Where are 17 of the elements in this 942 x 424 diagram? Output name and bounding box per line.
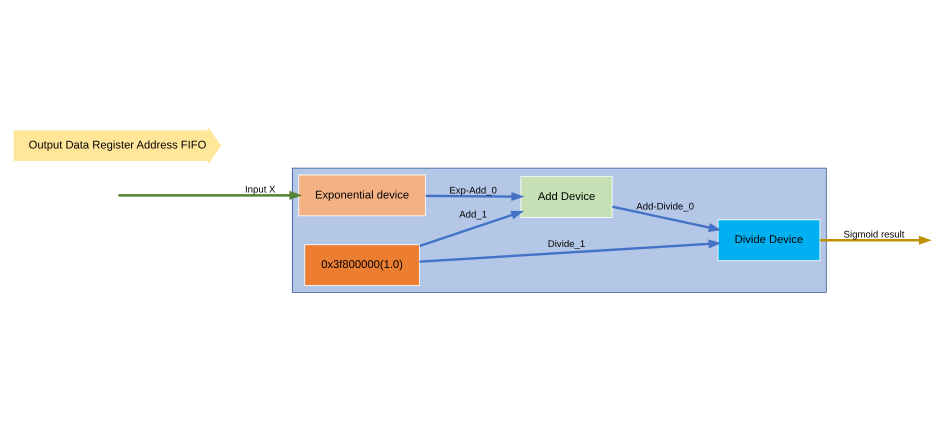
arrow [419, 210, 524, 248]
arrow [426, 192, 524, 202]
node-box: Divide Device [718, 219, 820, 262]
node-box: Add Device [520, 176, 613, 218]
edge-label: Input X [245, 184, 276, 196]
cluster [292, 168, 827, 293]
edge-label: Add-Divide_0 [636, 201, 694, 212]
node-box: 0x3f800000(1.0) [304, 244, 420, 286]
arrow [419, 239, 722, 263]
arrow [820, 236, 932, 245]
edge-label: Exp-Add_0 [449, 185, 497, 196]
edge-label: Add_1 [459, 209, 488, 220]
node-box: Exponential device [298, 174, 426, 216]
edge-label: Sigmoid result [844, 230, 904, 241]
arrow [612, 206, 722, 232]
arrow [118, 190, 302, 200]
edge-label: Divide_1 [548, 239, 586, 250]
